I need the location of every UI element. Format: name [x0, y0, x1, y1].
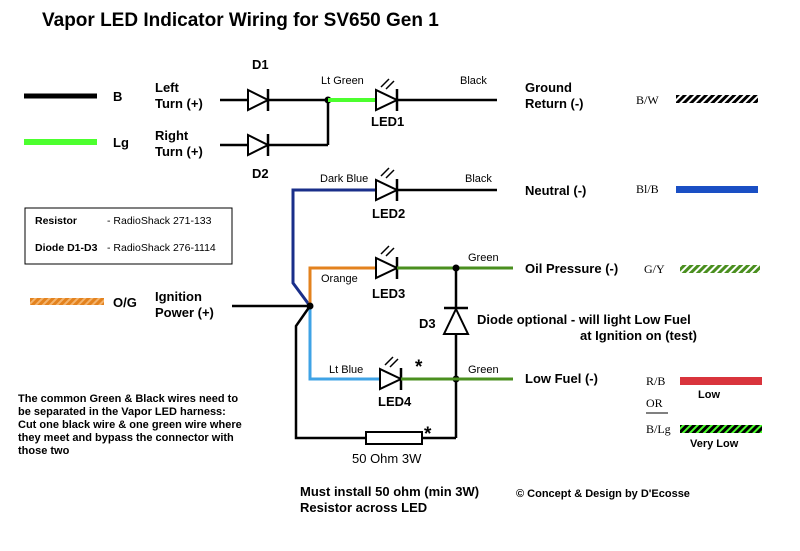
neutral-label: Neutral (-) [525, 183, 586, 198]
diode-d1-symbol [247, 88, 271, 112]
right-turn-label-line1: Right [155, 128, 189, 143]
oil-pressure-label: Oil Pressure (-) [525, 261, 618, 276]
wire-orange [308, 266, 376, 306]
led3-light-ray [385, 247, 395, 257]
led3-symbol [375, 256, 400, 280]
low-fuel-label: Low Fuel (-) [525, 371, 598, 386]
legend-label-blg: B/Lg [646, 422, 671, 436]
label-led2: LED2 [372, 206, 405, 221]
diode-optional-note-line2: at Ignition on (test) [580, 328, 697, 343]
junction-ignition [306, 302, 314, 310]
legend-label-low: Low [698, 389, 720, 401]
label-lt-blue: Lt Blue [329, 364, 363, 376]
led3-light-ray [380, 245, 390, 255]
asterisk-resistor: * [424, 424, 432, 445]
resistor-value-label: 50 Ohm 3W [352, 451, 422, 466]
label-d3: D3 [419, 316, 436, 331]
led4-light-ray [389, 358, 399, 368]
label-lt-green: Lt Green [321, 75, 364, 87]
led2-symbol [375, 178, 400, 202]
diode-d3-symbol [442, 306, 470, 335]
parts-resistor-name: Resistor [35, 215, 77, 227]
wire-resistor-loop [294, 305, 366, 440]
right-turn-label-line2: Turn (+) [155, 144, 203, 159]
ground-label-line1: Ground [525, 80, 572, 95]
legend-wire-blue-black [676, 186, 758, 193]
parts-diode-name: Diode D1-D3 [35, 242, 98, 254]
asterisk-led4: * [415, 357, 423, 378]
legend-wire-orange-green [30, 298, 104, 305]
common-wires-note-line4: they meet and bypass the connector with [18, 432, 234, 444]
label-led3: LED3 [372, 286, 405, 301]
wire-lt-blue [308, 306, 380, 381]
legend-label-bw: B/W [636, 93, 659, 107]
legend-label-rb: R/B [646, 374, 665, 388]
label-d2: D2 [252, 166, 269, 181]
legend-label-or: OR [646, 396, 663, 410]
resistor-symbol [365, 431, 423, 445]
parts-list-box [24, 207, 233, 265]
legend-label-blb: Bl/B [636, 182, 659, 196]
parts-diode-part: - RadioShack 276-1114 [107, 242, 216, 254]
label-orange: Orange [321, 273, 358, 285]
ground-label-line2: Return (-) [525, 96, 584, 111]
label-black-2: Black [465, 173, 492, 185]
legend-wire-black-white [676, 95, 758, 103]
common-wires-note-line1: The common Green & Black wires need to [18, 393, 238, 405]
label-black-1: Black [460, 75, 487, 87]
common-wires-note-line2: be separated in the Vapor LED harness: [18, 406, 226, 418]
legend-label-gy: G/Y [644, 262, 665, 276]
led4-symbol [379, 367, 404, 391]
legend-label-og: O/G [113, 295, 137, 310]
label-d1: D1 [252, 57, 269, 72]
junction-oil [452, 264, 460, 272]
legend-wire-black-light-green [680, 425, 762, 433]
led1-light-ray [385, 80, 395, 90]
diode-d2-symbol [247, 133, 271, 157]
legend-label-very-low: Very Low [690, 438, 739, 450]
credit-line: © Concept & Design by D'Ecosse [516, 488, 690, 500]
led1-symbol [375, 88, 400, 112]
legend-wire-red-black [680, 377, 762, 385]
label-green-2: Green [468, 364, 499, 376]
led2-light-ray [380, 167, 390, 177]
legend-wire-green-yellow [680, 265, 760, 273]
ignition-label-line2: Power (+) [155, 305, 214, 320]
left-turn-label-line1: Left [155, 80, 180, 95]
diagram-title: Vapor LED Indicator Wiring for SV650 Gen… [42, 10, 439, 31]
must-install-note-line2: Resistor across LED [300, 500, 427, 515]
label-green-1: Green [468, 252, 499, 264]
label-dark-blue: Dark Blue [320, 173, 368, 185]
ignition-label-line1: Ignition [155, 289, 202, 304]
legend-label-lg: Lg [113, 135, 129, 150]
common-wires-note-line5: those two [18, 445, 70, 457]
label-led4: LED4 [378, 394, 412, 409]
parts-resistor-part: - RadioShack 271-133 [107, 215, 212, 227]
left-turn-label-line2: Turn (+) [155, 96, 203, 111]
led2-light-ray [385, 169, 395, 179]
led1-light-ray [380, 78, 390, 88]
must-install-note-line1: Must install 50 ohm (min 3W) [300, 484, 479, 499]
diode-optional-note-line1: Diode optional - will light Low Fuel [477, 312, 691, 327]
led4-light-ray [384, 356, 394, 366]
label-led1: LED1 [371, 114, 404, 129]
common-wires-note-line3: Cut one black wire & one green wire wher… [18, 419, 242, 431]
legend-label-b: B [113, 89, 122, 104]
wire-dark-blue [291, 188, 376, 307]
